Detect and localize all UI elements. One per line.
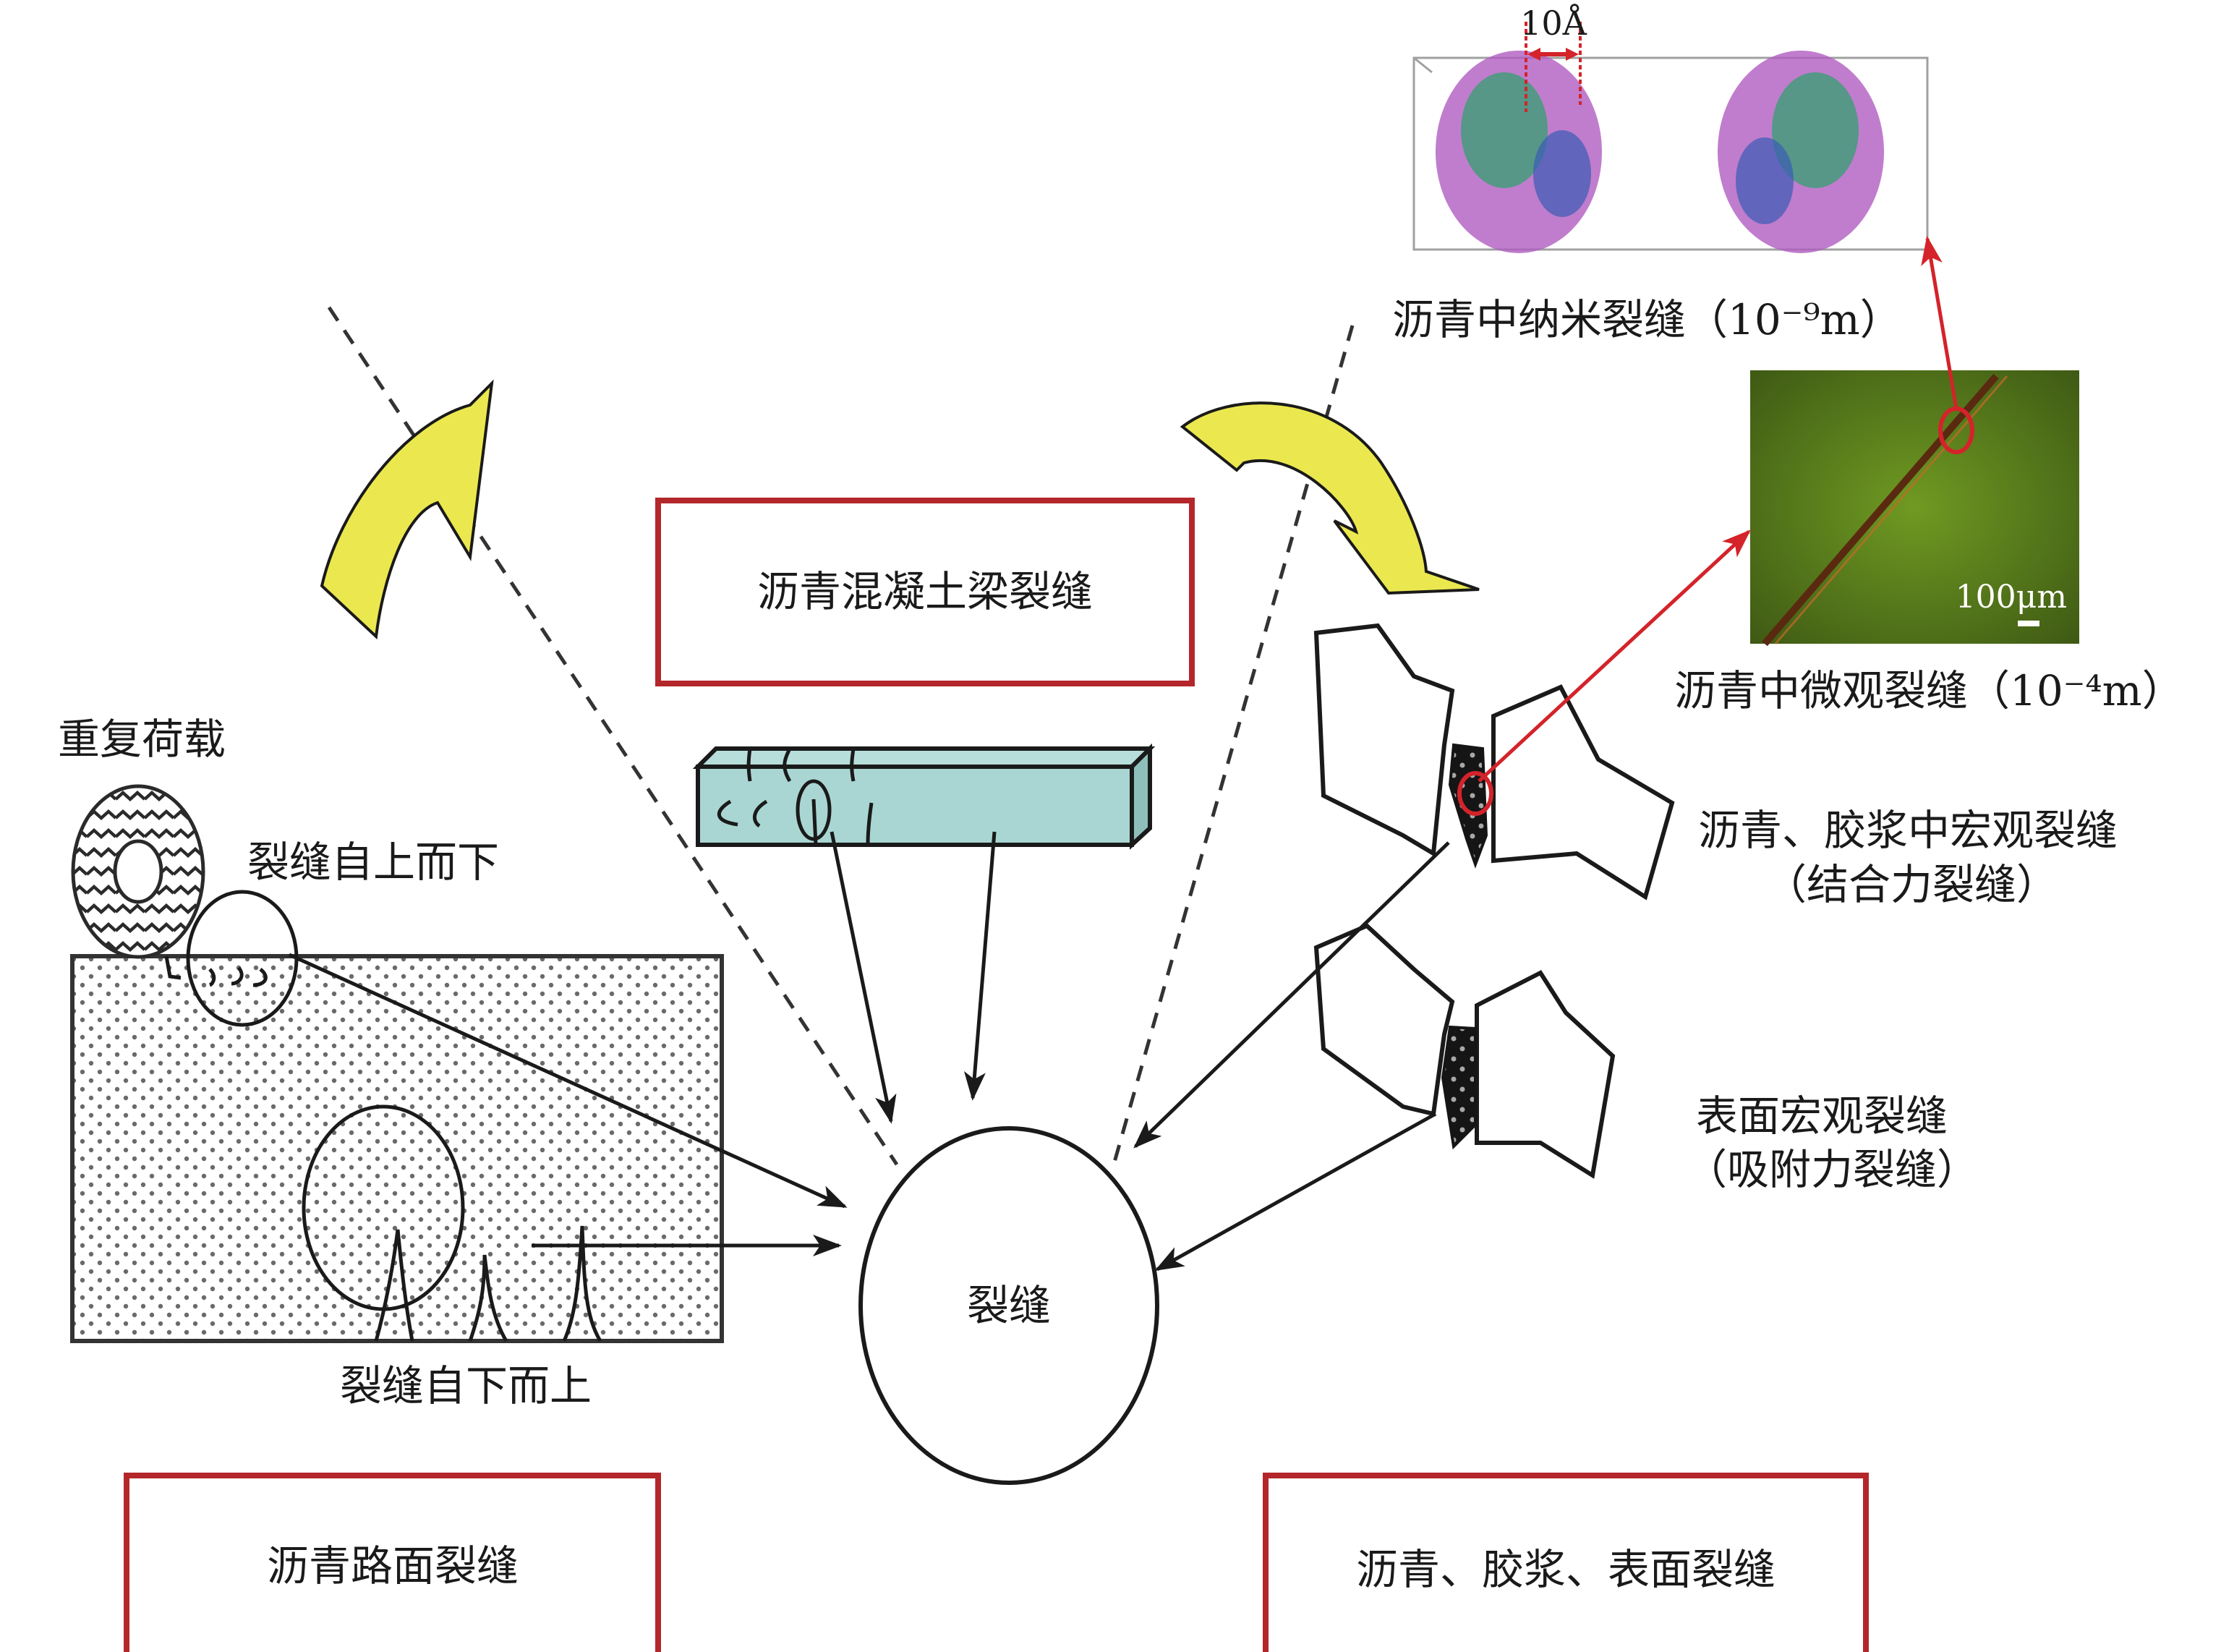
nano-gap-label: 10Å [1520, 3, 1587, 43]
asphalt-category-label: 沥青、胶浆、表面裂缝 [1356, 1545, 1775, 1594]
zoom-link-micro-to-nano [1921, 236, 1958, 409]
adhesion-crack-label-line1: 表面宏观裂缝 [1696, 1091, 1948, 1141]
beam-category-box [655, 498, 1195, 686]
pavement-category-box [124, 1473, 661, 1652]
pavement-category-label: 沥青路面裂缝 [267, 1541, 519, 1591]
micro-crack-micrograph [1750, 370, 2079, 647]
arrow-topdown-to-crack [288, 953, 848, 1209]
arrow-beam-right-to-crack [963, 831, 997, 1101]
beam-category-label: 沥青混凝土梁裂缝 [757, 567, 1093, 616]
arrow-cohesion-to-crack [1133, 841, 1450, 1149]
arrow-beam-left-to-crack [830, 831, 897, 1124]
adhesion-crack-illustration [1313, 923, 1616, 1179]
curved-arrow-down-right-icon [1180, 401, 1480, 595]
nano-crack-molecular-image [1412, 22, 1929, 253]
crack-center-node [858, 1126, 1159, 1485]
cohesion-crack-label-line1: 沥青、胶浆中宏观裂缝 [1698, 806, 2118, 855]
top-down-crack-label: 裂缝自上而下 [247, 838, 499, 887]
pavement-illustration [70, 784, 724, 1343]
curved-arrow-up-left-icon [320, 379, 494, 640]
cohesion-crack-illustration [1313, 623, 1675, 900]
micro-crack-label: 沥青中微观裂缝（10⁻⁴m） [1674, 666, 2184, 715]
cohesion-crack-label-line2: （结合力裂缝） [1765, 860, 2058, 909]
macro-zoom-circle [1457, 771, 1493, 816]
crack-center-label: 裂缝 [967, 1281, 1051, 1330]
micro-scale-label: 100μm [1956, 579, 2067, 616]
bottom-up-crack-label: 裂缝自下而上 [340, 1361, 592, 1410]
repeated-load-label: 重复荷载 [58, 715, 226, 764]
nano-crack-label: 沥青中纳米裂缝（10⁻⁹m） [1392, 295, 1902, 344]
zoom-link-macro-to-micro [1478, 529, 1751, 783]
asphalt-category-box [1263, 1473, 1869, 1652]
beam-illustration [692, 743, 1156, 850]
arrow-adhesion-to-crack [1154, 1112, 1437, 1272]
adhesion-crack-label-line2: （吸附力裂缝） [1685, 1145, 1979, 1194]
pavement-slab [70, 954, 724, 1343]
